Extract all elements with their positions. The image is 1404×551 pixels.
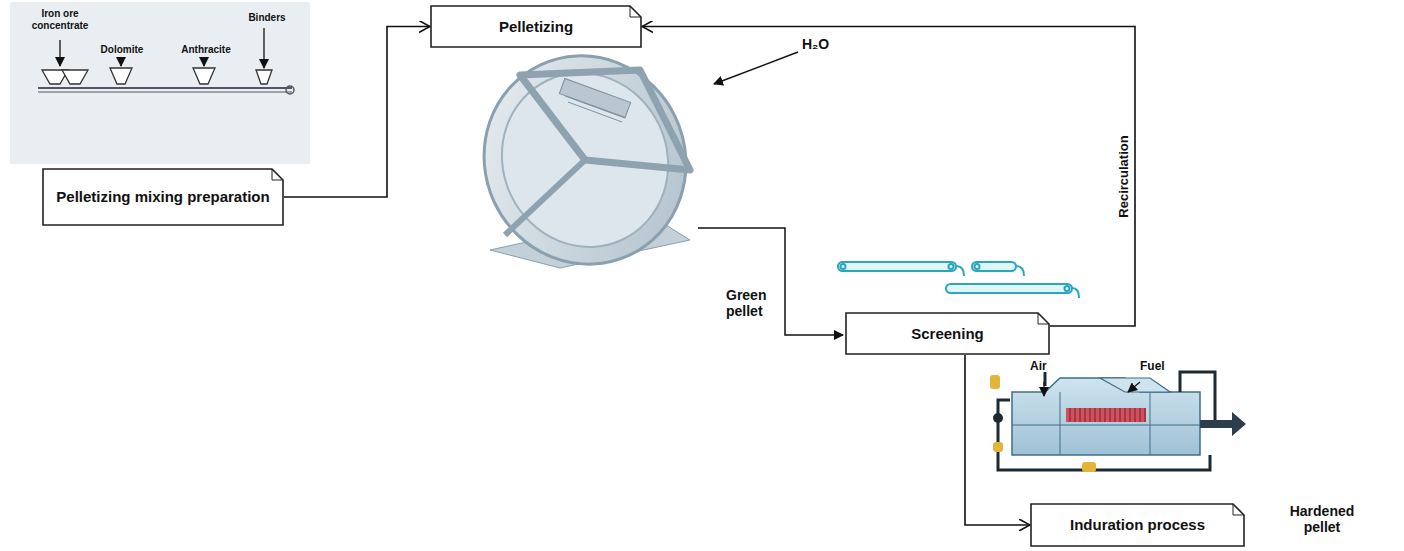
annotation-label: Anthracite — [174, 44, 238, 56]
feeder-illustration — [10, 2, 310, 164]
annotation-label: Air — [1030, 360, 1060, 374]
water-arrow — [714, 52, 798, 84]
process-box: Screening — [845, 312, 1050, 355]
flow-connector — [642, 27, 1135, 327]
process-box: Pelletizing — [430, 5, 642, 48]
process-box: Induration process — [1030, 503, 1245, 547]
flow-connector — [284, 27, 430, 198]
flow-connector — [965, 355, 1030, 525]
annotation-label: Hardened pellet — [1272, 503, 1372, 535]
box-text: Pelletizing — [499, 18, 573, 36]
disc-pelletizer — [450, 23, 720, 298]
induration-furnace — [990, 372, 1246, 472]
annotation-label: Iron ore concentrate — [18, 8, 102, 31]
box-text: Induration process — [1070, 516, 1205, 534]
green-pellet-line — [698, 228, 843, 335]
annotation-label: H₂O — [802, 36, 852, 52]
box-text: Screening — [911, 325, 984, 343]
annotation-label: Dolomite — [94, 44, 150, 56]
annotation-label: Binders — [244, 12, 290, 24]
box-text: Pelletizing mixing preparation — [56, 188, 269, 206]
process-box: Pelletizing mixing preparation — [42, 168, 284, 226]
edge-label: Recirculation — [1116, 133, 1131, 219]
conveyors — [838, 262, 1079, 298]
annotation-label: Green pellet — [726, 287, 782, 319]
annotation-label: Fuel — [1140, 360, 1176, 374]
